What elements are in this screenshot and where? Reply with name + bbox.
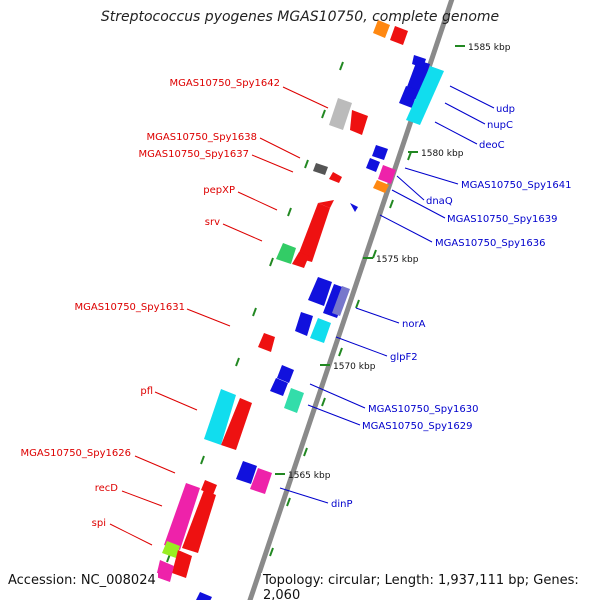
gene-feature[interactable]: [406, 66, 444, 125]
gene-feature[interactable]: [373, 180, 389, 193]
gene-feature[interactable]: [258, 333, 275, 352]
gene-feature[interactable]: [318, 200, 334, 208]
gene-label[interactable]: MGAS10750_Spy1626: [21, 448, 131, 459]
gene-feature[interactable]: [372, 145, 388, 160]
gene-label[interactable]: nupC: [487, 120, 513, 131]
leader-lines-left: [109, 86, 329, 546]
gene-feature[interactable]: [162, 541, 180, 558]
gene-label[interactable]: pepXP: [203, 185, 235, 196]
map-title: Streptococcus pyogenes MGAS10750, comple…: [100, 9, 500, 25]
gene-feature[interactable]: [297, 203, 330, 262]
gene-label[interactable]: MGAS10750_Spy1641: [461, 180, 571, 191]
kbp-label: 1570 kbp: [333, 362, 376, 372]
kbp-label: 1575 kbp: [376, 255, 419, 265]
gene-feature[interactable]: [277, 365, 294, 383]
gene-feature[interactable]: [313, 163, 328, 175]
gene-label[interactable]: deoC: [479, 140, 505, 151]
gene-feature[interactable]: [350, 203, 358, 212]
gene-label[interactable]: MGAS10750_Spy1636: [435, 238, 545, 249]
gene-feature[interactable]: [292, 252, 309, 268]
gene-feature[interactable]: [378, 165, 396, 184]
genes-left: [156, 98, 368, 582]
gene-label[interactable]: recD: [95, 483, 119, 494]
gene-feature[interactable]: [366, 158, 380, 172]
gene-label[interactable]: dnaQ: [426, 196, 453, 207]
gene-feature[interactable]: [329, 98, 352, 130]
gene-labels-left: MGAS10750_Spy1642 MGAS10750_Spy1638 MGAS…: [21, 78, 280, 529]
kbp-label: 1565 kbp: [288, 471, 331, 481]
gene-label[interactable]: glpF2: [390, 352, 418, 363]
leader-lines-right: [279, 85, 495, 504]
gene-label[interactable]: MGAS10750_Spy1630: [368, 404, 478, 415]
gene-feature[interactable]: [221, 398, 252, 450]
gene-feature[interactable]: [332, 286, 350, 316]
gene-feature[interactable]: [204, 389, 236, 445]
gene-feature[interactable]: [373, 20, 390, 38]
gene-feature[interactable]: [310, 318, 331, 343]
gene-feature[interactable]: [236, 461, 257, 484]
gene-feature[interactable]: [329, 172, 342, 183]
gene-feature[interactable]: [276, 243, 296, 264]
gene-label[interactable]: pfl: [140, 386, 153, 397]
gene-feature[interactable]: [270, 378, 288, 396]
gene-label[interactable]: MGAS10750_Spy1639: [447, 214, 557, 225]
gene-label[interactable]: spi: [92, 518, 106, 529]
gene-label[interactable]: MGAS10750_Spy1631: [75, 302, 185, 313]
gene-label[interactable]: udp: [496, 104, 515, 115]
genes-right: [196, 20, 444, 600]
gene-feature[interactable]: [172, 550, 192, 578]
gene-feature[interactable]: [295, 312, 313, 336]
kbp-label: 1585 kbp: [468, 43, 511, 53]
accession-text: Accession: NC_008024: [6, 573, 158, 588]
gene-label[interactable]: MGAS10750_Spy1637: [139, 149, 249, 160]
gene-feature[interactable]: [182, 490, 216, 553]
gene-label[interactable]: MGAS10750_Spy1642: [170, 78, 280, 89]
gene-labels-right: udp nupC deoC MGAS10750_Spy1641 dnaQ MGA…: [331, 104, 571, 510]
gene-feature[interactable]: [156, 560, 174, 582]
gene-feature[interactable]: [284, 388, 304, 413]
kbp-ticks: 1585 kbp 1580 kbp 1575 kbp 1570 kbp 1565…: [275, 43, 511, 481]
topology-text: Topology: circular; Length: 1,937,111 bp…: [261, 573, 600, 600]
gene-feature[interactable]: [308, 277, 332, 306]
gene-feature[interactable]: [350, 110, 368, 135]
gene-label[interactable]: MGAS10750_Spy1629: [362, 421, 472, 432]
gene-feature[interactable]: [250, 468, 272, 494]
gene-label[interactable]: srv: [205, 217, 220, 228]
gene-label[interactable]: MGAS10750_Spy1638: [147, 132, 257, 143]
gene-label[interactable]: dinP: [331, 499, 353, 510]
gene-feature[interactable]: [390, 26, 408, 45]
kbp-label: 1580 kbp: [421, 149, 464, 159]
gene-label[interactable]: norA: [402, 319, 426, 330]
gene-feature[interactable]: [399, 86, 418, 108]
gene-feature[interactable]: [164, 483, 200, 550]
gene-feature[interactable]: [196, 592, 212, 600]
gene-feature[interactable]: [412, 55, 426, 68]
